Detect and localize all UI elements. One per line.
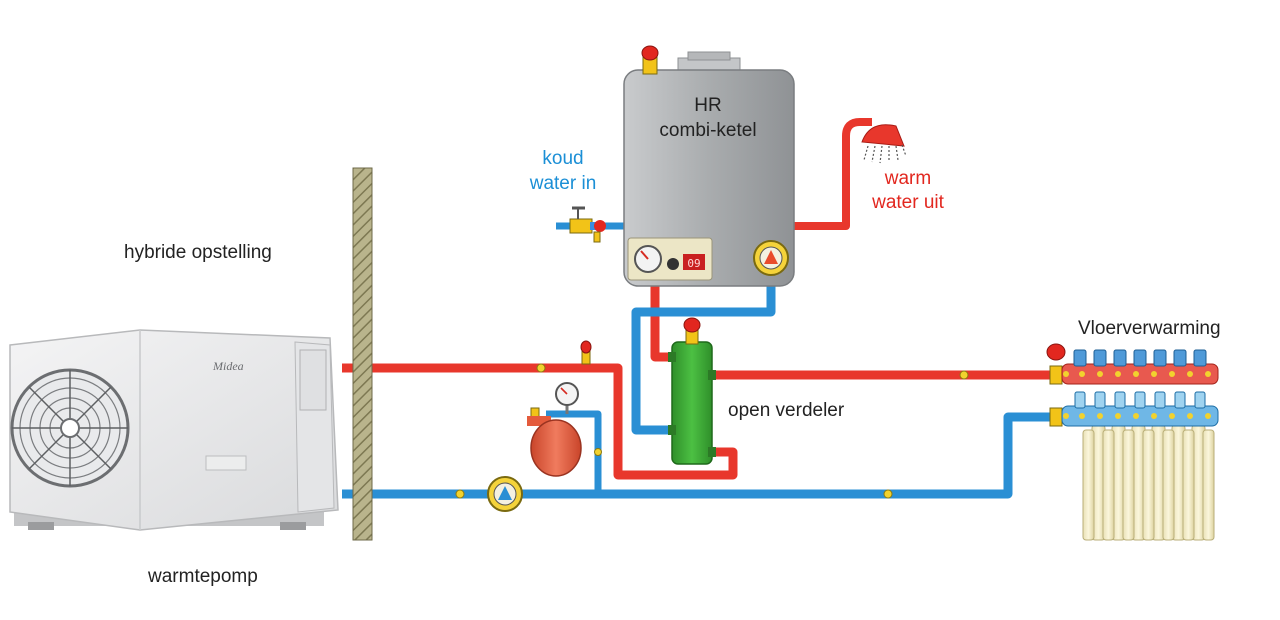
pump-icon: [753, 240, 789, 276]
manifold-flow-meter: [1194, 391, 1206, 409]
manifold-valve: [1049, 407, 1063, 427]
manifold-fitting: [1079, 413, 1085, 419]
heat-pump-unit: Midea: [9, 329, 339, 531]
label-warm-out-line1: warm: [884, 168, 931, 189]
heating-loop: [1202, 429, 1215, 541]
manifold-fitting: [1097, 413, 1103, 419]
manifold-fitting: [1169, 413, 1175, 419]
return-pipe-heatpump: [342, 412, 1062, 499]
manifold-valve-cap: [1093, 349, 1107, 367]
manifold-fitting: [1097, 371, 1103, 377]
manifold-valve-cap: [1173, 349, 1187, 367]
supply-pipe-heatpump: [342, 363, 738, 480]
manifold-valve-cap: [1153, 349, 1167, 367]
manifold-fitting: [1151, 371, 1157, 377]
manifold-return-bar: [1061, 405, 1219, 427]
manifold-fitting: [1169, 371, 1175, 377]
label-cold-in-line2: water in: [529, 173, 597, 194]
manifold-fitting: [1151, 413, 1157, 419]
pump-icon: [487, 476, 523, 512]
manifold-supply-bar: [1061, 363, 1219, 385]
manifold-valve-cap: [1133, 349, 1147, 367]
supply-pipe-boiler: [650, 284, 672, 362]
manifold-flow-meter: [1134, 391, 1146, 409]
manifold-fitting: [1079, 371, 1085, 377]
manifold-flow-meter: [1094, 391, 1106, 409]
label-boiler-line1: HR: [694, 95, 721, 116]
manifold-fitting: [1133, 371, 1139, 377]
manifold-flow-meter: [1074, 391, 1086, 409]
label-hybrid-setup: hybride opstelling: [124, 242, 272, 263]
label-heat-pump: warmtepomp: [147, 566, 258, 587]
label-cold-in-line1: koud: [542, 148, 583, 169]
manifold-valve-cap: [1073, 349, 1087, 367]
manifold-valve-cap: [1113, 349, 1127, 367]
manifold-fitting: [1063, 371, 1069, 377]
fan-icon: [10, 368, 130, 488]
manifold-fitting: [1205, 413, 1211, 419]
expansion-vessel: [527, 407, 582, 477]
manifold-flow-meter: [1114, 391, 1126, 409]
manifold-fitting: [1187, 371, 1193, 377]
boiler-display-value: 09: [687, 257, 700, 270]
heating-loop: [1142, 429, 1155, 541]
manifold-fitting: [1115, 413, 1121, 419]
heating-loop: [1122, 429, 1135, 541]
label-boiler-line2: combi-ketel: [659, 120, 756, 141]
hot-water-pipe: [792, 118, 872, 230]
return-pipe-boiler: [631, 282, 776, 435]
floor-heating-manifold: [1046, 343, 1219, 541]
air-vent-icon: [641, 45, 659, 75]
manifold-fitting: [1133, 413, 1139, 419]
shower-icon: [861, 124, 907, 164]
air-vent-icon: [580, 340, 592, 365]
heating-loop: [1182, 429, 1195, 541]
heat-pump-brand: Midea: [212, 359, 244, 373]
heating-loop: [1162, 429, 1175, 541]
manifold-fitting: [1187, 413, 1193, 419]
boiler-display: [683, 254, 705, 270]
air-vent-icon: [1046, 343, 1066, 361]
manifold-valve: [1049, 365, 1063, 385]
manifold-valve-cap: [1193, 349, 1207, 367]
heating-loop: [1102, 429, 1115, 541]
manifold-fitting: [1205, 371, 1211, 377]
manifold-fitting: [1063, 413, 1069, 419]
house-wall: [352, 167, 373, 541]
open-distributor: [668, 317, 716, 465]
manifold-flow-meter: [1174, 391, 1186, 409]
manifold-flow-meter: [1154, 391, 1166, 409]
heating-loop: [1082, 429, 1095, 541]
tap-valve-icon: [569, 206, 606, 243]
expansion-pipe: [546, 410, 602, 494]
combi-boiler: 09: [623, 45, 795, 287]
manifold-fitting: [1115, 371, 1121, 377]
label-floor-heating: Vloerverwarming: [1078, 318, 1221, 339]
label-open-distributor: open verdeler: [728, 400, 845, 421]
pipes: [342, 118, 1062, 499]
pressure-gauge-icon: [555, 382, 579, 414]
label-warm-out-line2: water uit: [871, 192, 945, 213]
